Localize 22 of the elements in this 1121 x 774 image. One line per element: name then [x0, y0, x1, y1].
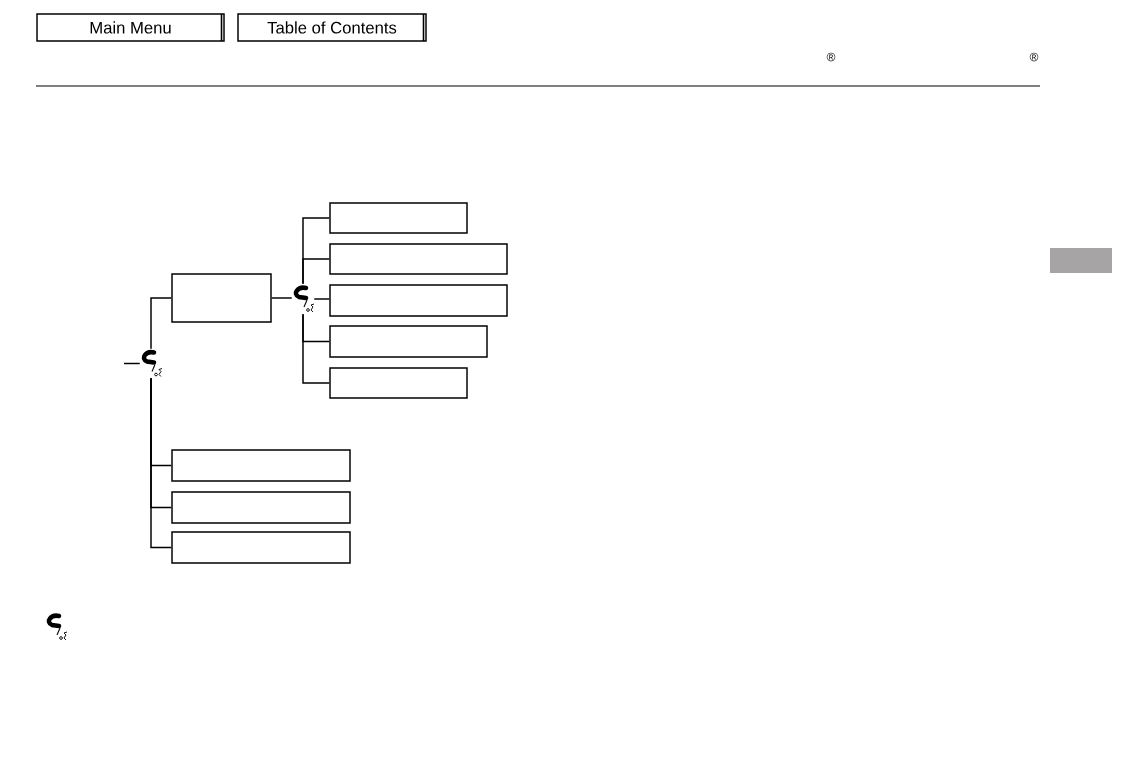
connector-line [150, 377, 172, 549]
connector-line [271, 297, 293, 299]
phone-icon [293, 285, 315, 313]
menu-box [329, 325, 488, 358]
menu-box [171, 273, 272, 323]
menu-box [329, 243, 508, 275]
menu-box [329, 202, 468, 234]
connector-line [313, 298, 330, 300]
connector-line [302, 258, 330, 285]
menu-box [171, 531, 351, 564]
registered-mark: ® [826, 52, 836, 62]
menu-button: Table of Contents [237, 13, 427, 42]
phone-icon [141, 349, 163, 377]
menu-box [329, 284, 508, 317]
menu-box [171, 449, 351, 482]
menu-box [329, 367, 468, 399]
connector-line [150, 297, 172, 350]
menu-button: Main Menu [36, 13, 225, 42]
menu-box [171, 491, 351, 524]
registered-mark: ® [1029, 52, 1039, 62]
connector-line [123, 362, 141, 365]
connector-line [302, 313, 330, 384]
